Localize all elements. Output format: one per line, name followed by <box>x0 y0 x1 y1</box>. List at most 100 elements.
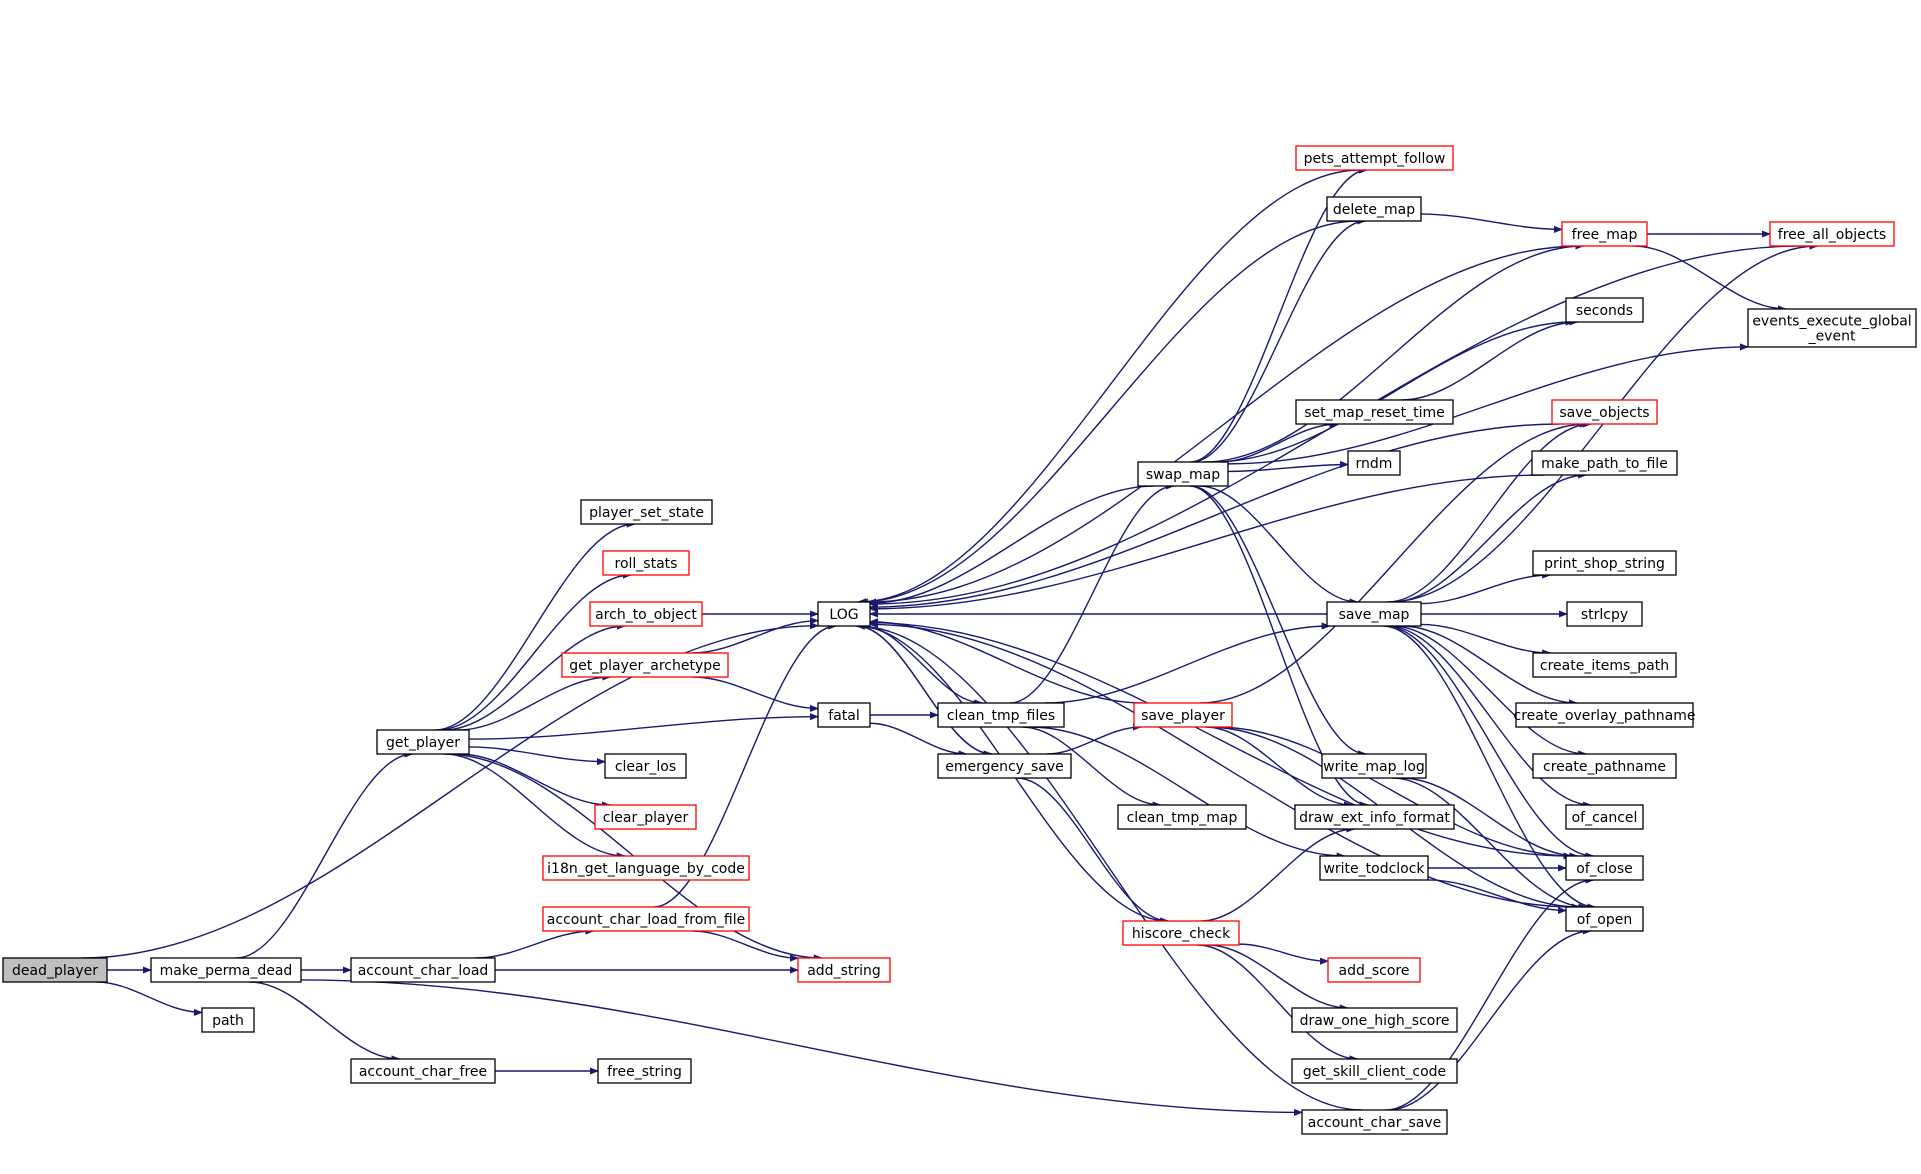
node-player-set-state[interactable]: player_set_state <box>580 499 713 525</box>
node-box <box>542 906 750 932</box>
node-label: get_player <box>386 735 460 751</box>
edge-account_char_load_from_file-to-add_string <box>692 930 799 962</box>
node-box <box>1551 399 1658 425</box>
node-emergency-save[interactable]: emergency_save <box>937 753 1072 779</box>
edge-swap_map-to-rndm <box>1227 460 1349 473</box>
node-account-char-free[interactable]: account_char_free <box>350 1058 496 1084</box>
edge-save_map-to-create_items_path <box>1420 623 1552 657</box>
node-label: fatal <box>828 708 859 724</box>
node-get-player[interactable]: get_player <box>376 729 470 755</box>
node-path[interactable]: path <box>201 1007 255 1033</box>
node-get-player-archetype[interactable]: get_player_archetype <box>561 652 729 678</box>
edge-get_player-to-roll_stats <box>437 571 632 731</box>
node-create-items-path[interactable]: create_items_path <box>1532 652 1677 678</box>
edge-save_map-to-of_cancel <box>1387 625 1592 809</box>
node-account-char-load-from-file[interactable]: account_char_load_from_file <box>542 906 750 932</box>
node-label: free_string <box>607 1064 682 1080</box>
node-label: create_overlay_pathname <box>1514 708 1696 724</box>
edge-get_player-to-i18n_get_language_by_code <box>444 753 626 860</box>
node-get-skill-client-code[interactable]: get_skill_client_code <box>1291 1058 1458 1084</box>
node-set-map-reset-time[interactable]: set_map_reset_time <box>1295 399 1454 425</box>
node-save-objects[interactable]: save_objects <box>1551 399 1658 425</box>
node-i18n-get-language-by-code[interactable]: i18n_get_language_by_code <box>542 855 750 881</box>
node-box <box>604 753 687 779</box>
node-label: write_map_log <box>1323 759 1425 775</box>
edge-delete_map-to-LOG <box>858 220 1359 606</box>
node-roll-stats[interactable]: roll_stats <box>602 550 690 576</box>
edge-fatal-to-emergency_save <box>869 722 968 758</box>
node-free-string[interactable]: free_string <box>597 1058 692 1084</box>
node-draw-ext-info-format[interactable]: draw_ext_info_format <box>1294 804 1455 830</box>
edge-get_player-to-clear_player <box>458 753 611 809</box>
node-box <box>2 957 108 983</box>
edge-get_player-to-get_player_archetype <box>457 673 612 731</box>
node-dead-player[interactable]: dead_player <box>2 957 108 983</box>
node-clean-tmp-files[interactable]: clean_tmp_files <box>937 702 1065 728</box>
node-box <box>580 499 713 525</box>
node-swap-map[interactable]: swap_map <box>1137 461 1229 487</box>
node-write-map-log[interactable]: write_map_log <box>1321 753 1427 779</box>
node-label: strlcpy <box>1581 607 1628 623</box>
node-strlcpy[interactable]: strlcpy <box>1566 601 1643 627</box>
node-free-map[interactable]: free_map <box>1561 221 1648 247</box>
node-arch-to-object[interactable]: arch_to_object <box>589 601 703 627</box>
node-label: create_items_path <box>1540 658 1669 674</box>
node-clear-player[interactable]: clear_player <box>594 804 697 830</box>
node-free-all-objects[interactable]: free_all_objects <box>1769 221 1895 247</box>
node-draw-one-high-score[interactable]: draw_one_high_score <box>1291 1007 1458 1033</box>
node-of-open[interactable]: of_open <box>1565 906 1644 932</box>
node-label: clean_tmp_map <box>1127 810 1238 826</box>
node-make-perma-dead[interactable]: make_perma_dead <box>150 957 302 983</box>
node-label: delete_map <box>1333 202 1415 218</box>
node-save-player[interactable]: save_player <box>1133 702 1233 728</box>
node-box <box>1532 753 1677 779</box>
node-add-string[interactable]: add_string <box>797 957 891 983</box>
node-delete-map[interactable]: delete_map <box>1326 196 1422 222</box>
node-add-score[interactable]: add_score <box>1327 957 1421 983</box>
node-hiscore-check[interactable]: hiscore_check <box>1122 920 1240 946</box>
edge-account_char_load_from_file-to-LOG <box>653 622 838 908</box>
node-save-map[interactable]: save_map <box>1326 601 1422 627</box>
node-label: hiscore_check <box>1132 926 1231 942</box>
edge-account_char_save-to-of_open <box>1388 927 1592 1111</box>
node-label: seconds <box>1576 303 1633 319</box>
node-fatal[interactable]: fatal <box>817 702 871 728</box>
edge-swap_map-to-seconds <box>1213 318 1575 463</box>
node-make-path-to-file[interactable]: make_path_to_file <box>1531 450 1678 476</box>
node-label: arch_to_object <box>595 607 697 623</box>
node-box <box>937 702 1065 728</box>
node-label: set_map_reset_time <box>1304 405 1445 421</box>
node-label: account_char_load_from_file <box>547 912 746 928</box>
node-write-todclock[interactable]: write_todclock <box>1319 855 1429 881</box>
node-of-cancel[interactable]: of_cancel <box>1565 804 1644 830</box>
node-label: events_execute_global <box>1752 314 1911 330</box>
node-box <box>797 957 891 983</box>
node-events-execute-global-event[interactable]: events_execute_global_event <box>1747 308 1917 348</box>
edge-swap_map-to-events_execute_global_event <box>1227 343 1749 465</box>
node-LOG[interactable]: LOG <box>817 601 871 627</box>
node-box <box>1117 804 1247 830</box>
node-box <box>817 702 871 728</box>
node-box <box>1565 906 1644 932</box>
node-label: free_map <box>1572 227 1638 243</box>
edge-save_map-to-save_objects <box>1387 420 1592 603</box>
node-clean-tmp-map[interactable]: clean_tmp_map <box>1117 804 1247 830</box>
node-of-close[interactable]: of_close <box>1565 855 1644 881</box>
node-seconds[interactable]: seconds <box>1565 297 1644 323</box>
node-create-overlay-pathname[interactable]: create_overlay_pathname <box>1514 702 1696 728</box>
edge-save_map-to-of_close <box>1384 625 1595 860</box>
node-clear-los[interactable]: clear_los <box>604 753 687 779</box>
edge-save_map-to-print_shop_string <box>1420 571 1552 605</box>
node-create-pathname[interactable]: create_pathname <box>1532 753 1677 779</box>
edge-write_todclock-to-of_open <box>1427 879 1567 915</box>
edge-hiscore_check-to-add_score <box>1238 943 1329 965</box>
node-label: save_player <box>1141 708 1225 724</box>
node-account-char-load[interactable]: account_char_load <box>350 957 496 983</box>
node-account-char-save[interactable]: account_char_save <box>1301 1109 1448 1135</box>
edge-swap_map-to-free_map <box>1204 242 1585 463</box>
node-rndm[interactable]: rndm <box>1347 450 1401 476</box>
edge-save_map-to-create_overlay_pathname <box>1401 625 1579 707</box>
node-box <box>1326 601 1422 627</box>
node-print-shop-string[interactable]: print_shop_string <box>1532 550 1677 576</box>
node-pets-attempt-follow[interactable]: pets_attempt_follow <box>1295 145 1454 171</box>
